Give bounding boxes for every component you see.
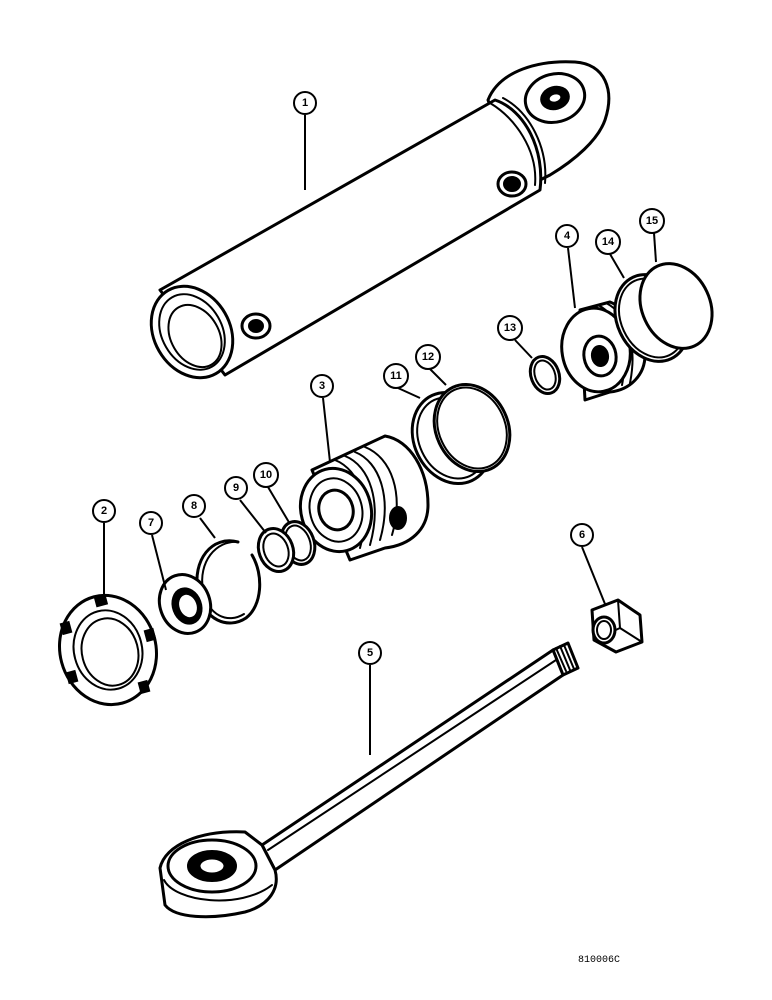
- callout-4: 4: [555, 224, 579, 309]
- callout-3: 3: [310, 374, 334, 463]
- callout-11: 11: [383, 363, 421, 399]
- backup-ring-9: [256, 527, 296, 573]
- lock-nut: [57, 593, 159, 707]
- callout-1-label: 1: [302, 97, 308, 109]
- callout-5: 5: [358, 641, 382, 755]
- callout-11-label: 11: [390, 370, 402, 382]
- callout-6: 6: [570, 523, 606, 605]
- hex-nut: [590, 598, 644, 654]
- callout-15-label: 15: [646, 215, 658, 227]
- callout-7: 7: [139, 511, 167, 591]
- callout-10: 10: [253, 462, 291, 525]
- callout-12-label: 12: [422, 351, 434, 363]
- wiper-seal-7: [157, 573, 213, 635]
- callout-6-label: 6: [579, 529, 585, 541]
- callout-9-label: 9: [233, 482, 239, 494]
- callout-1: 1: [293, 91, 317, 190]
- callout-3-label: 3: [319, 380, 325, 392]
- piston: [298, 434, 430, 562]
- callout-8-label: 8: [191, 500, 197, 512]
- o-ring-13: [528, 355, 562, 395]
- callout-4-label: 4: [564, 230, 571, 242]
- callout-10-label: 10: [260, 469, 272, 481]
- callout-13: 13: [497, 315, 533, 359]
- callout-2: 2: [92, 499, 116, 600]
- piston-rod: [158, 641, 580, 919]
- wear-ring-12: [432, 382, 512, 474]
- callout-7-label: 7: [148, 517, 154, 529]
- callout-14-label: 14: [602, 236, 615, 248]
- callout-15: 15: [639, 208, 665, 263]
- callout-9: 9: [224, 476, 267, 534]
- callout-2-label: 2: [101, 505, 107, 517]
- backup-ring-15: [638, 262, 714, 350]
- callout-12: 12: [415, 344, 447, 386]
- callout-13-label: 13: [504, 322, 516, 334]
- callout-5-label: 5: [367, 647, 373, 659]
- gland: [560, 300, 647, 402]
- callout-8: 8: [182, 494, 216, 539]
- drawing-code: 810006C: [578, 955, 620, 966]
- cylinder-barrel: [149, 60, 611, 380]
- callout-14: 14: [595, 229, 625, 279]
